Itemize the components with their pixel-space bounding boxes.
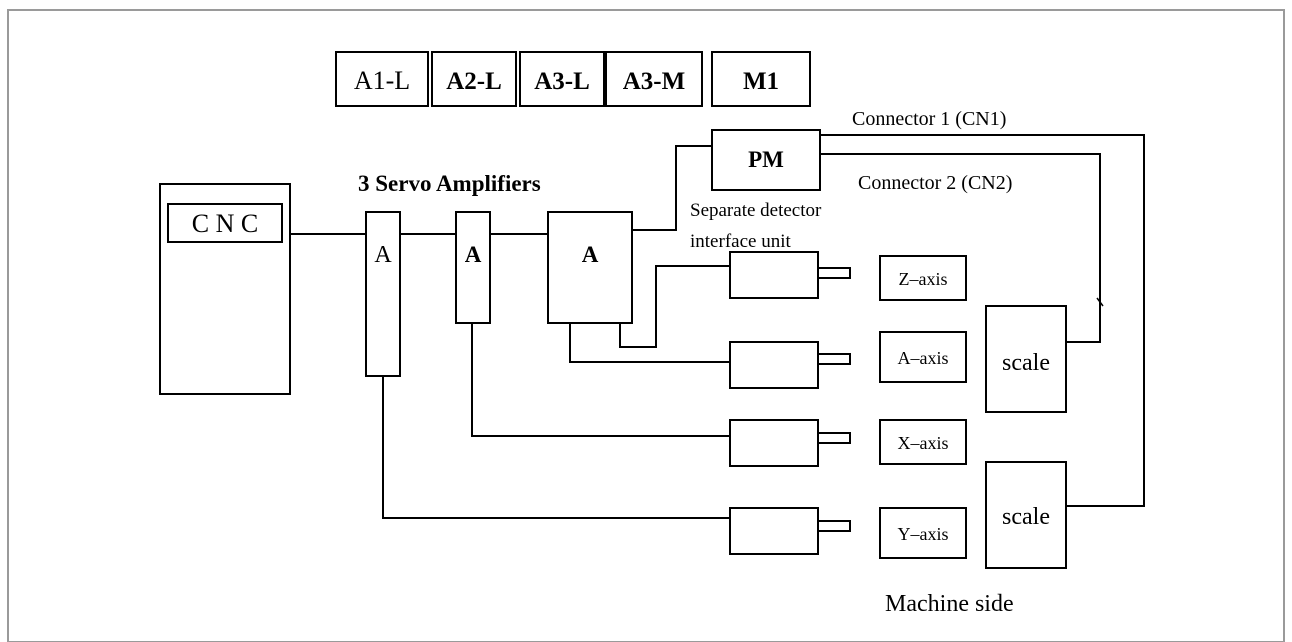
cn2-arrow-tick bbox=[1096, 297, 1104, 307]
scale-lower-label: scale bbox=[1002, 504, 1050, 530]
motor-a-shaft bbox=[817, 353, 851, 365]
pm-caption-line-2: interface unit bbox=[690, 231, 791, 252]
legend-box-a1-l-label: A1-L bbox=[354, 66, 410, 95]
axis-box-z bbox=[879, 255, 967, 301]
servo-amplifier-1-label: A bbox=[374, 242, 392, 268]
wire-cn2 bbox=[820, 153, 1101, 343]
wire-amp3-pm bbox=[632, 145, 712, 231]
legend-boxes: A1-L A2-L A3-L A3-M M1 bbox=[335, 51, 811, 107]
servo-amplifiers-label: 3 Servo Amplifiers bbox=[358, 171, 541, 196]
axis-box-a bbox=[879, 331, 967, 383]
motor-y-shaft bbox=[817, 520, 851, 532]
axis-label-x: X–axis bbox=[898, 433, 949, 453]
legend-box-a3-l-label: A3-L bbox=[534, 68, 590, 95]
axis-label-y: Y–axis bbox=[898, 524, 949, 544]
scale-upper bbox=[985, 305, 1067, 413]
scale-upper-label: scale bbox=[1002, 350, 1050, 376]
legend-box-a3-m bbox=[605, 51, 703, 107]
motor-z-shaft bbox=[817, 267, 851, 279]
machine-side-label: Machine side bbox=[885, 591, 1014, 617]
motor-x-shaft bbox=[817, 432, 851, 444]
pm-unit bbox=[711, 129, 821, 191]
axis-box-x bbox=[879, 419, 967, 465]
motor-a bbox=[729, 341, 819, 389]
legend-box-a3-m-label: A3-M bbox=[623, 68, 685, 95]
pm-caption-line-1: Separate detector bbox=[690, 200, 822, 221]
servo-amplifier-2 bbox=[455, 211, 491, 324]
servo-amplifier-3 bbox=[547, 211, 633, 324]
axis-boxes: Z–axis A–axis X–axis Y–axis bbox=[879, 255, 967, 559]
legend-box-a2-l bbox=[431, 51, 517, 107]
servo-amplifier-2-label: A bbox=[465, 242, 482, 267]
wire-amp3-a-motor bbox=[569, 323, 730, 363]
wire-amp2-x-motor bbox=[471, 323, 730, 437]
scale-lower bbox=[985, 461, 1067, 569]
motor-z bbox=[729, 251, 819, 299]
cnc-unit: C N C bbox=[159, 183, 291, 395]
connector-1-label: Connector 1 (CN1) bbox=[852, 108, 1006, 130]
legend-box-a1-l bbox=[335, 51, 429, 107]
connector-2-label: Connector 2 (CN2) bbox=[858, 172, 1012, 194]
wiring bbox=[290, 134, 1145, 519]
motor-y bbox=[729, 507, 819, 555]
servo-amplifiers: A A A bbox=[365, 211, 633, 377]
cnc-label: C N C bbox=[192, 209, 258, 238]
legend-box-a2-l-label: A2-L bbox=[446, 68, 502, 95]
axis-box-y bbox=[879, 507, 967, 559]
axis-label-z: Z–axis bbox=[899, 269, 948, 289]
wire-amp1-y-motor bbox=[382, 376, 730, 519]
motor-x bbox=[729, 419, 819, 467]
legend-box-m1-label: M1 bbox=[743, 68, 779, 95]
wire-cn1 bbox=[820, 134, 1145, 507]
pm-label: PM bbox=[748, 147, 784, 172]
axis-label-a: A–axis bbox=[898, 348, 949, 368]
legend-box-a3-l bbox=[519, 51, 605, 107]
motors bbox=[729, 251, 851, 555]
servo-amplifier-1 bbox=[365, 211, 401, 377]
servo-amplifier-3-label: A bbox=[582, 242, 599, 267]
cnc-display bbox=[167, 203, 283, 243]
wire-pm-z-motor bbox=[619, 265, 730, 348]
legend-box-m1 bbox=[711, 51, 811, 107]
